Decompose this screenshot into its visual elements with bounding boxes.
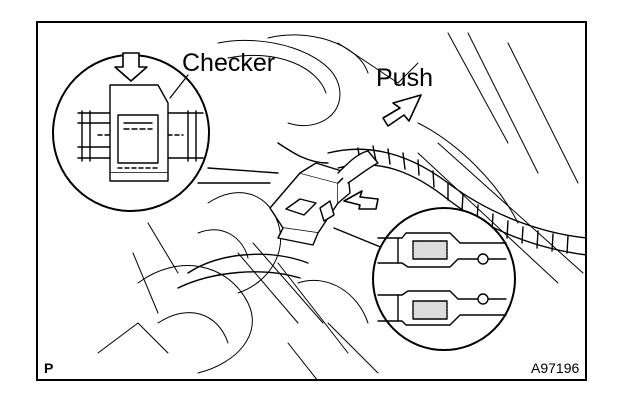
- connector-illustration: [52, 32, 585, 379]
- push-arrows: [343, 94, 422, 210]
- figure-code: A97196: [531, 360, 580, 376]
- checker-tool: [77, 84, 204, 182]
- push-label: Push: [376, 64, 433, 92]
- corner-mark: P: [44, 360, 54, 376]
- down-arrow-icon: [114, 52, 148, 82]
- checker-detail-callout: [52, 52, 279, 212]
- figure-frame: Checker Push P A97196: [36, 21, 587, 381]
- connector-body: [269, 150, 379, 246]
- push-arrow-lower: [343, 190, 379, 210]
- push-arrow-upper: [382, 94, 422, 127]
- checker-label: Checker: [182, 49, 276, 77]
- lock-detail-lower: [377, 290, 507, 326]
- lock-detail-upper: [377, 232, 507, 268]
- engine-background-sketch: [97, 32, 584, 379]
- lock-detail-callout: [333, 207, 516, 351]
